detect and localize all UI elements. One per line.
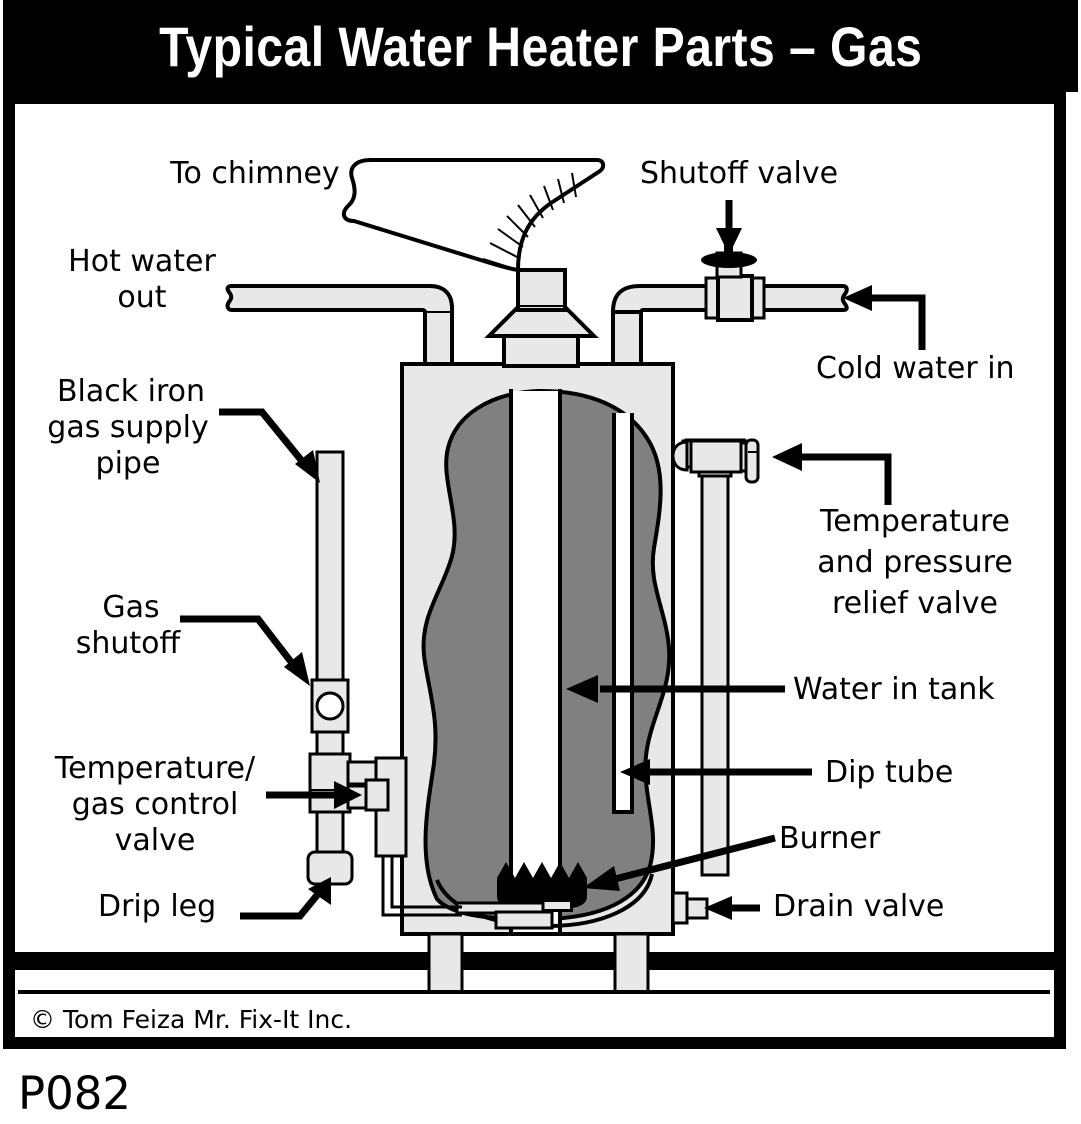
label-temp-gas-control-line3: valve — [114, 823, 196, 858]
tank-legs — [18, 932, 1050, 994]
label-dip-tube: Dip tube — [825, 755, 954, 790]
label-hot-water-out-line2: out — [117, 280, 167, 315]
leader-black-iron-pipe — [219, 408, 320, 483]
label-gas-shutoff-line1: Gas — [102, 590, 160, 625]
label-drain-valve: Drain valve — [773, 889, 945, 924]
leader-gas-shutoff — [180, 615, 310, 686]
dip-tube — [612, 413, 634, 814]
leader-dip-tube — [620, 759, 812, 785]
temperature-gas-control-valve — [308, 752, 408, 858]
drip-leg — [306, 810, 354, 886]
leader-cold-water-in — [843, 285, 926, 350]
label-burner: Burner — [779, 821, 881, 856]
leader-water-in-tank — [566, 675, 785, 703]
label-temp-gas-control-line2: gas control — [71, 787, 239, 822]
label-drip-leg: Drip leg — [98, 889, 217, 924]
label-tp-relief-line1: Temperature — [819, 504, 1011, 539]
label-shutoff-valve: Shutoff valve — [639, 156, 839, 191]
label-tp-relief-line3: relief valve — [831, 586, 999, 621]
flue-tube — [509, 389, 562, 934]
leader-shutoff-valve — [716, 200, 742, 255]
label-black-iron-line3: pipe — [95, 446, 161, 481]
label-water-in-tank: Water in tank — [793, 672, 995, 707]
leader-drain-valve — [704, 896, 760, 920]
label-black-iron-line1: Black iron — [56, 374, 206, 409]
copyright-credit: © Tom Feiza Mr. Fix-It Inc. — [30, 1005, 353, 1034]
shutoff-valve — [701, 233, 766, 322]
label-to-chimney: To chimney — [170, 156, 340, 191]
draft-hood — [484, 268, 599, 368]
diagram-code: P082 — [18, 1067, 132, 1120]
drain-valve — [671, 891, 709, 925]
label-cold-water-in: Cold water in — [816, 351, 1015, 386]
label-hot-water-out-line1: Hot water — [68, 244, 216, 279]
leader-burner — [583, 834, 776, 891]
leader-temp-gas-control — [266, 781, 362, 809]
footer-frame — [3, 964, 1066, 1049]
gas-shutoff-valve — [310, 678, 350, 734]
flue-pipe-to-chimney — [341, 158, 606, 273]
cold-water-inlet-pipe — [610, 284, 849, 366]
label-tp-relief-line2: and pressure — [817, 545, 1013, 580]
temperature-pressure-relief-valve — [671, 438, 760, 877]
label-gas-shutoff-line2: shutoff — [75, 626, 181, 661]
hot-water-outlet-pipe — [225, 284, 454, 366]
title-bar: Typical Water Heater Parts – Gas — [3, 0, 1078, 92]
leader-drip-leg — [240, 877, 331, 920]
label-black-iron-line2: gas supply — [47, 410, 209, 445]
page-title: Typical Water Heater Parts – Gas — [158, 14, 923, 78]
label-temp-gas-control-line1: Temperature/ — [54, 751, 256, 786]
leader-tp-relief-valve — [772, 443, 892, 505]
